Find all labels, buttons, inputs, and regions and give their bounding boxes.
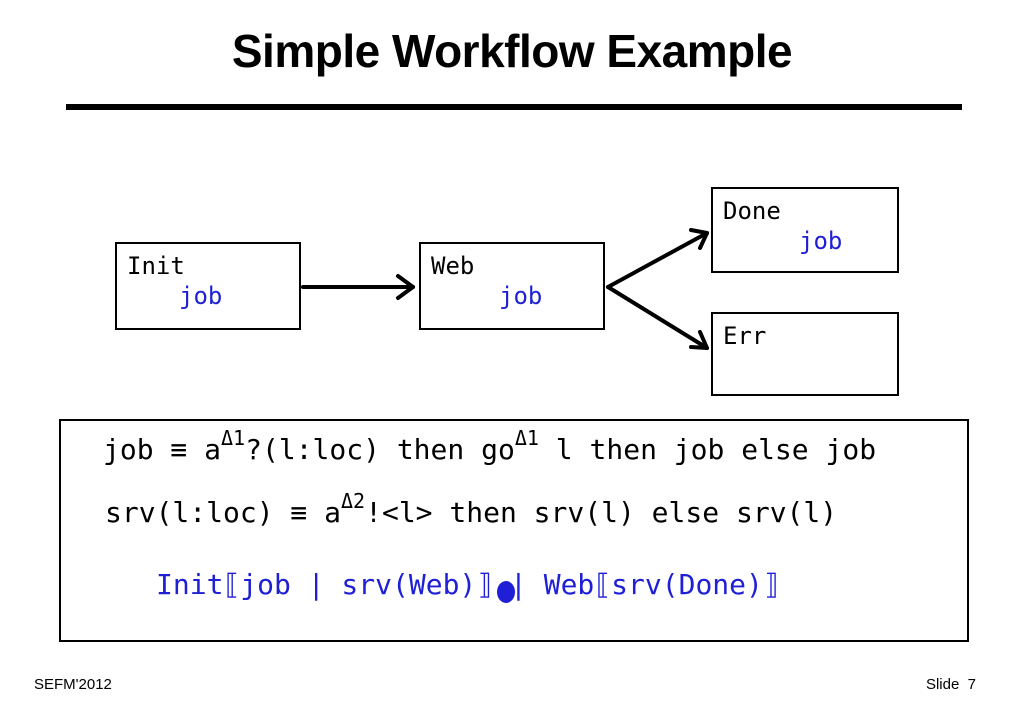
formula-srv-sup1: Δ2 — [341, 489, 366, 513]
node-web-name: Web — [431, 252, 475, 280]
formula-srv-part1: srv(l:loc) ≡ a — [105, 496, 342, 529]
slide-title: Simple Workflow Example — [231, 25, 793, 77]
formula-box — [59, 419, 969, 642]
node-web-process: job — [499, 282, 543, 310]
node-init-process: job — [179, 282, 223, 310]
node-web: Web job — [419, 242, 605, 330]
formula-job: job ≡ aΔ1?(l:loc) then goΔ1 l then job e… — [103, 426, 877, 466]
formula-job-sup1: Δ1 — [221, 426, 246, 450]
title-rule — [66, 104, 962, 110]
formula-job-sup2: Δ1 — [514, 426, 539, 450]
arrowhead-init-to-web — [396, 274, 415, 300]
node-init: Init job — [115, 242, 301, 330]
footer-conference: SEFM'2012 — [34, 676, 112, 693]
formula-srv-part2: !<l> then srv(l) else srv(l) — [365, 496, 838, 529]
node-done-name: Done — [723, 197, 781, 225]
slide-number: 7 — [967, 676, 976, 693]
formula-job-part2: ?(l:loc) then go — [245, 433, 515, 466]
arrowhead-web-to-err — [689, 330, 709, 350]
arrowhead-web-to-done — [689, 228, 709, 250]
node-done-process: job — [799, 227, 843, 255]
node-err-name: Err — [723, 322, 767, 350]
footer-slide-number: Slide 7 — [926, 676, 976, 693]
node-init-name: Init — [127, 252, 185, 280]
node-done: Done job — [711, 187, 899, 273]
node-err: Err — [711, 312, 899, 396]
arrow-web-to-err — [606, 285, 709, 350]
slide-label: Slide — [925, 676, 960, 693]
formula-job-part3: l then job else job — [538, 433, 877, 466]
formula-srv: srv(l:loc) ≡ aΔ2!<l> then srv(l) else sr… — [105, 489, 838, 529]
pointer-dot-icon — [497, 581, 515, 603]
formula-system: Init⟦job | srv(Web)⟧ | Web⟦srv(Done)⟧ — [156, 568, 780, 601]
formula-job-part1: job ≡ a — [103, 433, 222, 466]
arrow-web-to-done — [606, 231, 709, 289]
